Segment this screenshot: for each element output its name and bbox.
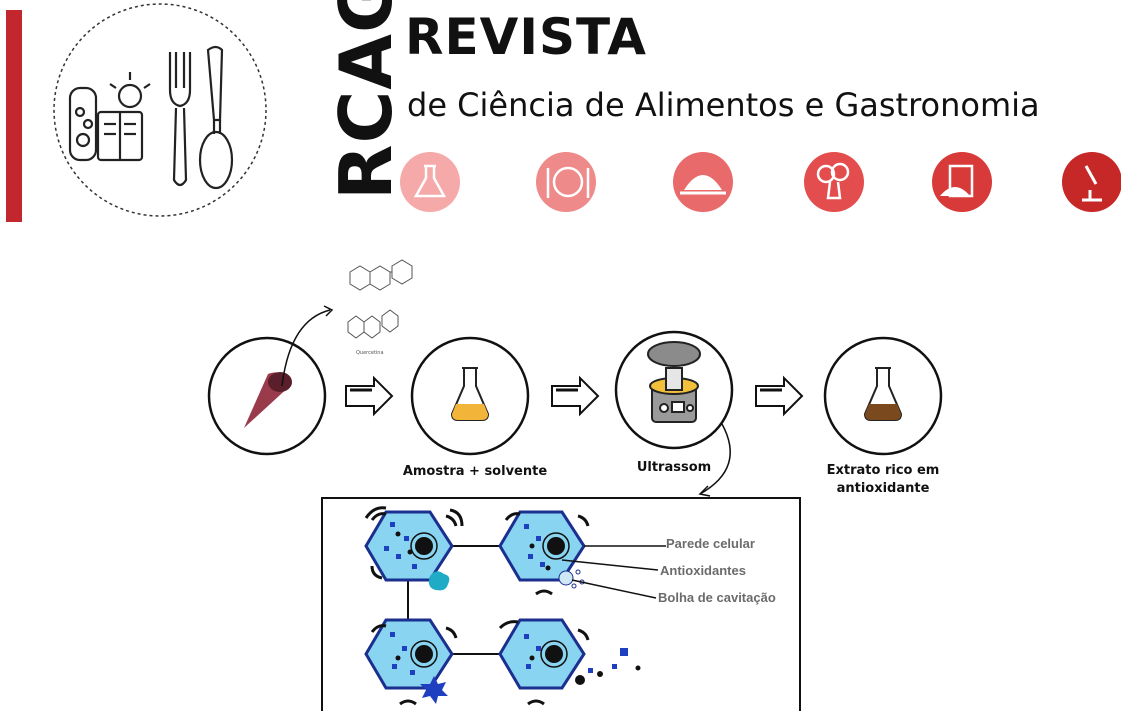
ruptured-cell-blob <box>428 571 450 591</box>
step-label-solvent: Amostra + solvente <box>402 464 548 479</box>
molecule-label: Quercetina <box>356 350 384 356</box>
label-antioxidants: Antioxidantes <box>660 563 746 578</box>
step-label-extract: Extrato rico em antioxidante <box>826 463 940 496</box>
molecule-structure-icon <box>347 259 413 339</box>
menu-icon <box>932 152 992 212</box>
cloche-icon <box>673 152 733 212</box>
flask-icon <box>400 152 460 212</box>
ultrasound-bath-icon <box>647 341 701 423</box>
broccoli-icon <box>804 152 864 212</box>
fork-icon <box>168 52 192 187</box>
logo-dashed-circle <box>53 3 267 217</box>
spoon-icon <box>198 45 234 190</box>
logo-abbreviation: RCAGT <box>324 0 408 200</box>
cavitation-burst-icon <box>420 676 448 704</box>
journal-title: REVISTA <box>405 8 647 66</box>
header-graphics <box>53 3 1121 217</box>
solvent-step <box>410 336 530 456</box>
plate-cutlery-icon <box>536 152 596 212</box>
cell-diagram <box>364 506 666 706</box>
extract-step <box>823 336 943 456</box>
process-arrow-2 <box>551 375 600 417</box>
header-accent-bar <box>6 10 22 222</box>
cavitation-bubble-icon <box>558 570 574 586</box>
step-label-ultrasound: Ultrassom <box>636 460 712 475</box>
molecule-arrow <box>281 309 331 387</box>
process-arrow-3 <box>755 375 804 417</box>
process-diagram: Quercetina <box>207 259 943 711</box>
ultrasound-step <box>614 330 734 497</box>
label-cell-wall: Parede celular <box>666 536 755 551</box>
microscope-icon <box>1062 152 1121 212</box>
journal-subtitle: de Ciência de Alimentos e Gastronomia <box>407 86 1040 124</box>
process-arrow-1 <box>345 375 394 417</box>
lab-book-icon <box>68 72 151 162</box>
detail-arrow <box>699 423 731 495</box>
sample-step <box>207 305 334 456</box>
label-cavitation-bubble: Bolha de cavitação <box>658 590 776 605</box>
